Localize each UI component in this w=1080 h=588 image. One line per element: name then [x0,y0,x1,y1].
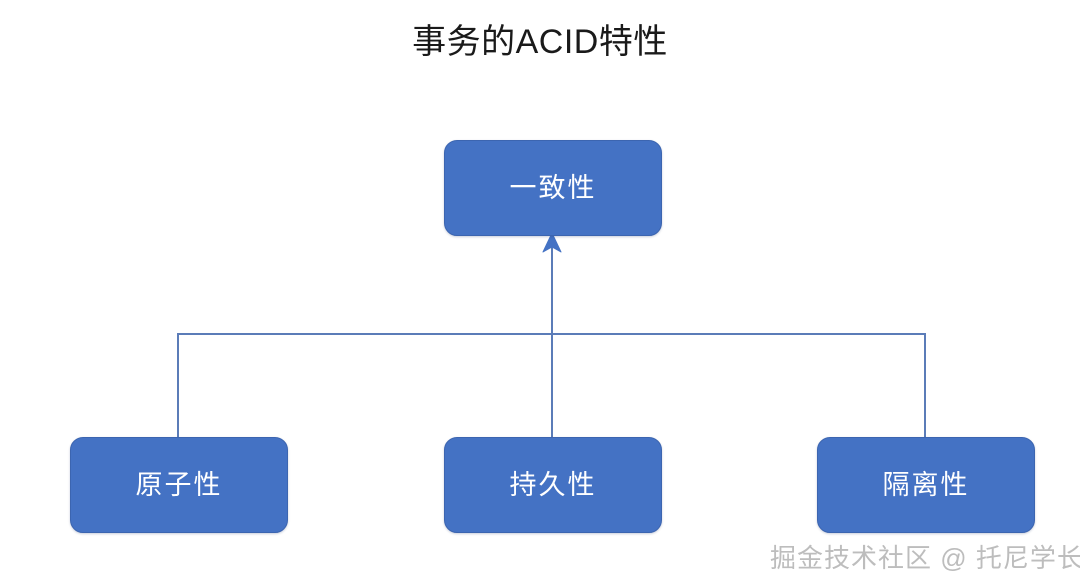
node-durability[interactable]: 持久性 [444,437,662,533]
node-isolation-label: 隔离性 [882,469,970,500]
watermark: 掘金技术社区 @ 托尼学长 [770,543,1080,573]
node-atomicity[interactable]: 原子性 [70,437,288,533]
node-durability-label: 持久性 [509,469,597,500]
node-consistency[interactable]: 一致性 [444,140,662,236]
node-atomicity-label: 原子性 [135,469,223,500]
page-title: 事务的ACID特性 [412,23,668,61]
node-isolation[interactable]: 隔离性 [817,437,1035,533]
node-consistency-label: 一致性 [509,172,597,203]
